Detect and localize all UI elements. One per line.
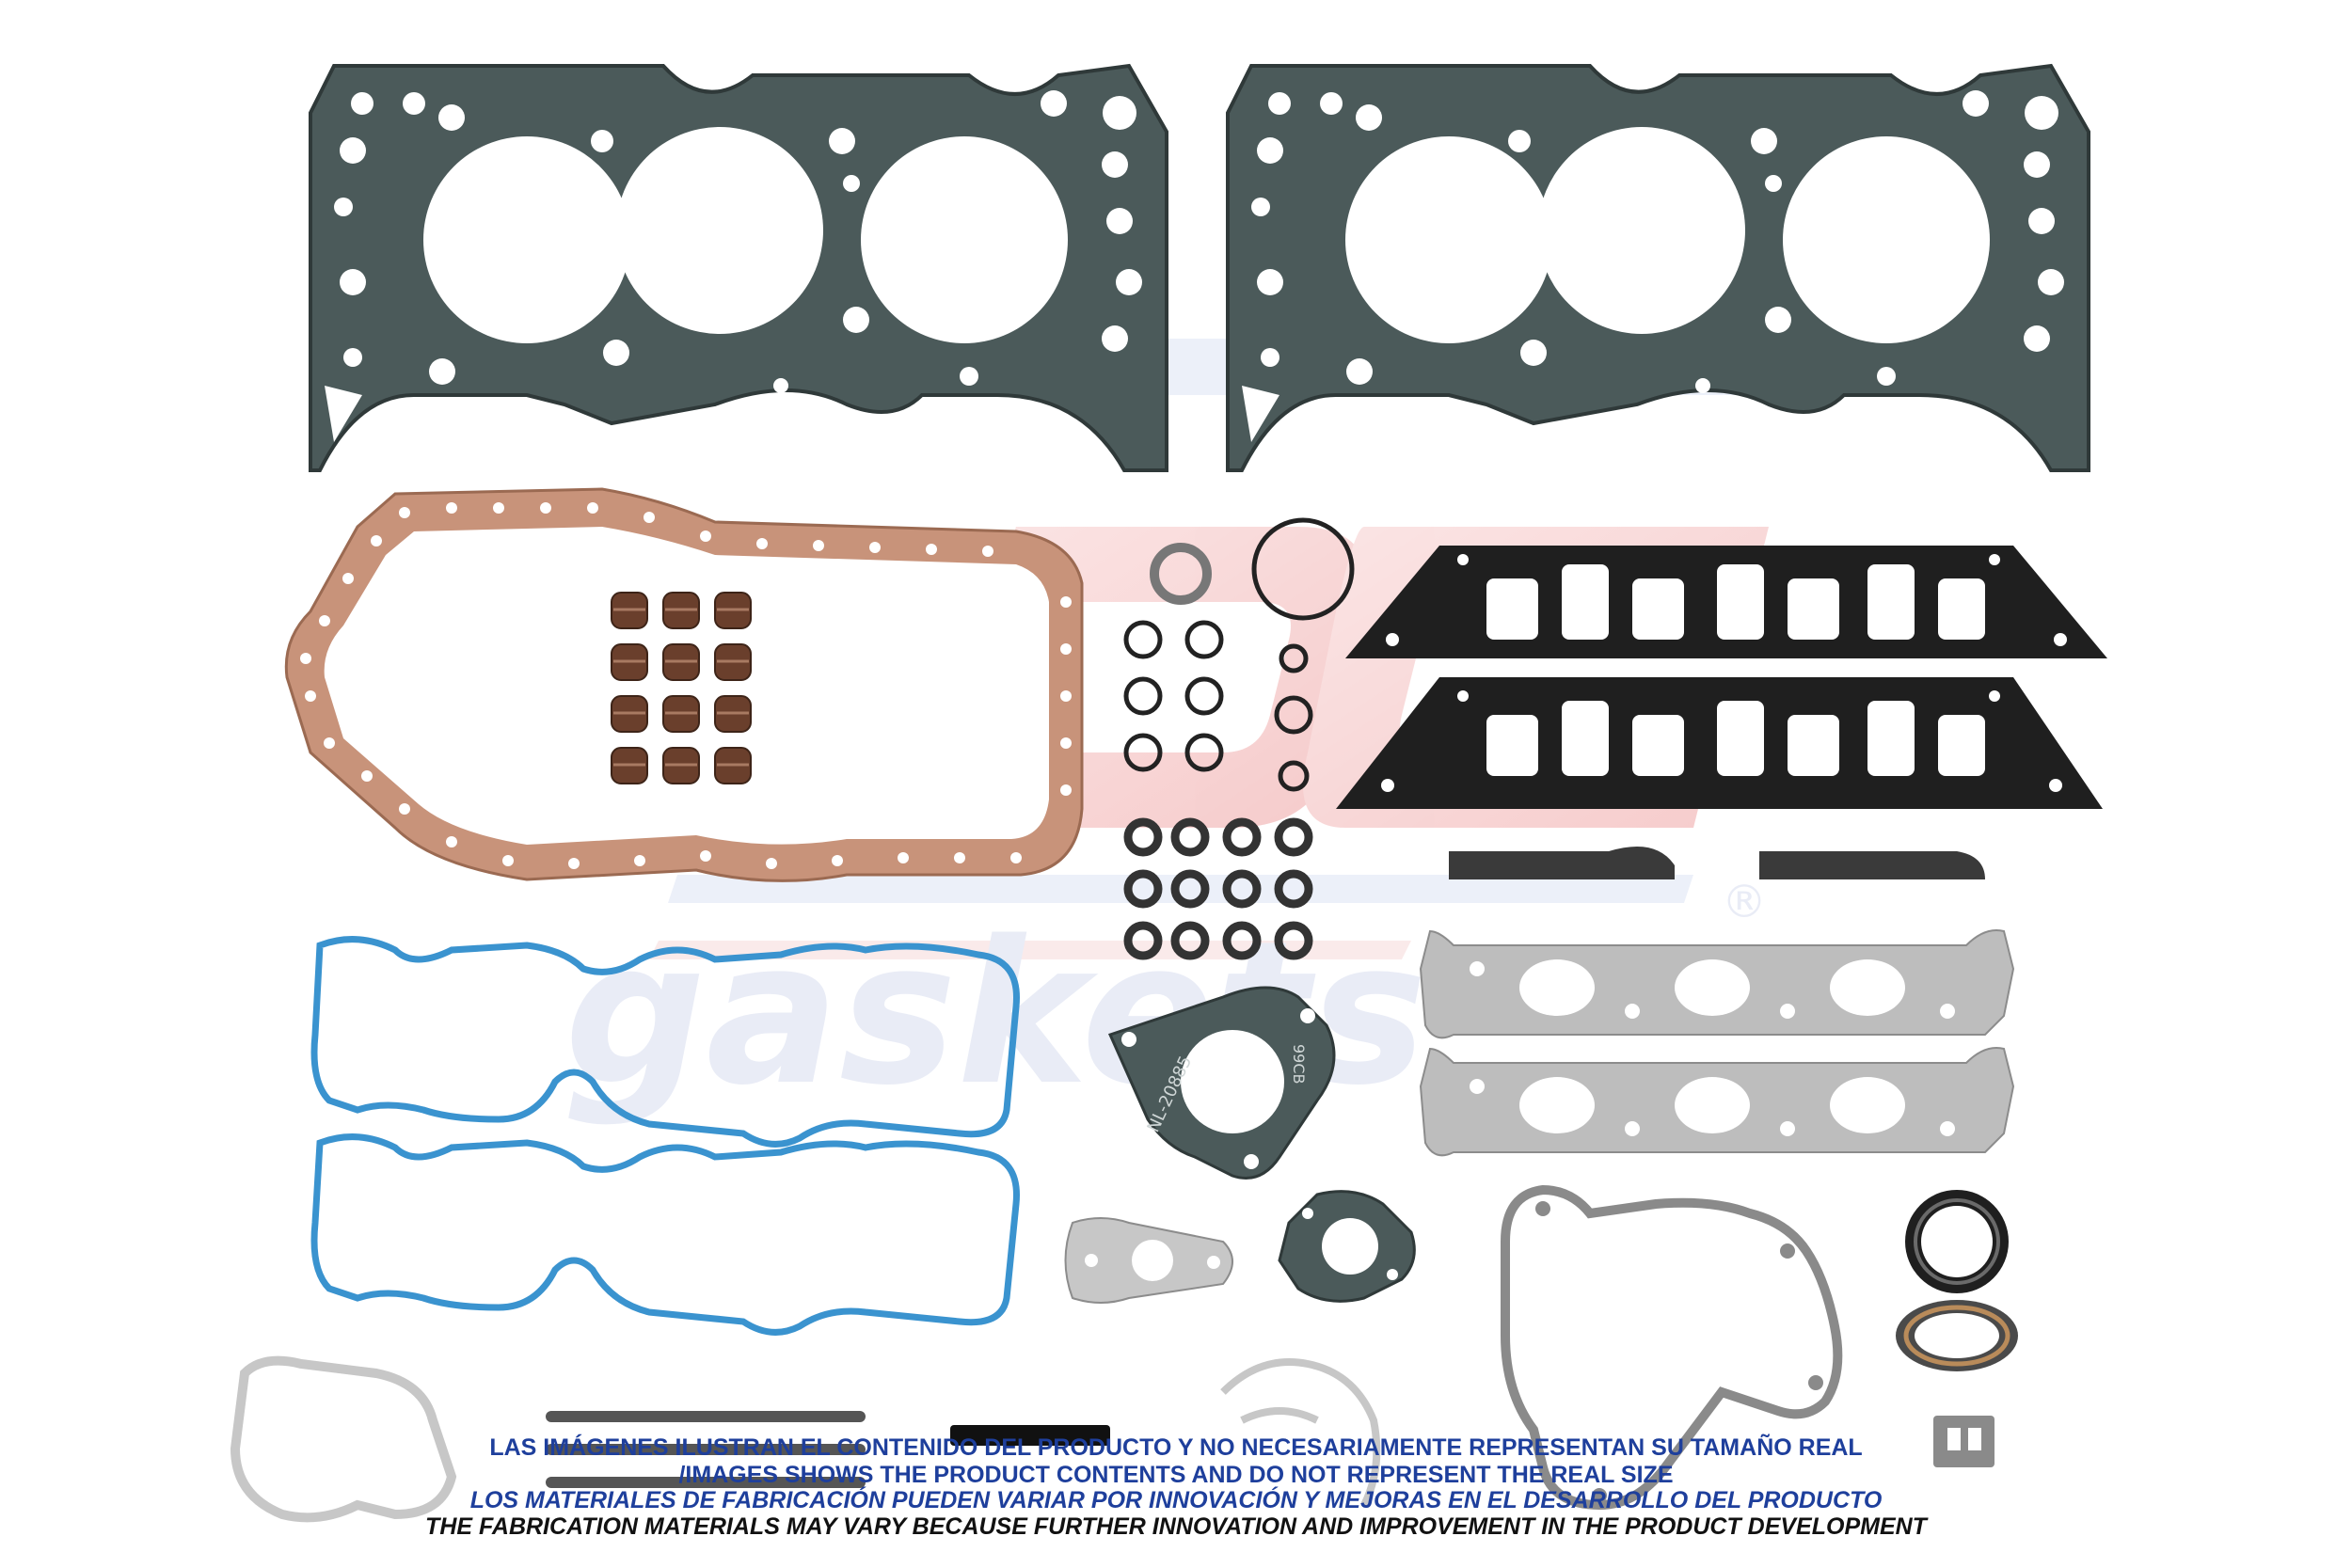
rubber-strips: [546, 1411, 1110, 1488]
water-pump-gasket: [1220, 1358, 1381, 1507]
logo-stripe-bottom: [668, 875, 1693, 903]
watermark-registered: ®: [1722, 876, 1767, 928]
head-gasket-right: [1226, 63, 2090, 472]
valve-cover-gasket-upper: [310, 936, 1020, 1148]
rear-seal: [1896, 1300, 2018, 1371]
valve-cover-gasket-lower: [310, 1133, 1020, 1336]
egr-gasket: [1064, 1217, 1233, 1304]
small-square-gasket: [1933, 1416, 1994, 1467]
exhaust-gasket-upper: [1419, 929, 2015, 1039]
water-outlet-gasket: [1278, 1190, 1416, 1303]
o-rings: [1123, 517, 1355, 792]
disclaimer-size-es: LAS IMÁGENES ILUSTRAN EL CONTENIDO DEL P…: [489, 1434, 1863, 1461]
oil-pan-bolt-holes: [300, 502, 1072, 869]
injector-o-rings: [1123, 817, 1313, 960]
disclaimer-materials-en: THE FABRICATION MATERIALS MAY VARY BECAU…: [425, 1513, 1927, 1540]
exhaust-gasket-lower: [1419, 1047, 2015, 1157]
crank-seal: [1905, 1190, 2009, 1293]
thermostat-code: 99CB: [1290, 1044, 1308, 1085]
intake-manifold-gasket-upper: [1345, 546, 2107, 658]
head-gasket-left: [309, 63, 1168, 472]
intake-end-seals: [1449, 847, 1985, 879]
oil-pan-gasket: [284, 487, 1084, 882]
disclaimer-materials-es: LOS MATERIALES DE FABRICACIÓN PUEDEN VAR…: [469, 1487, 1883, 1513]
valve-stem-seals: [611, 592, 752, 784]
timing-cover-gasket: [1501, 1184, 1843, 1511]
intake-manifold-gasket-lower: [1336, 677, 2103, 809]
thermostat-gasket: NL-20885 99CB: [1107, 986, 1336, 1180]
oil-pump-gasket: [230, 1355, 457, 1523]
disclaimer-size-en: /IMAGES SHOWS THE PRODUCT CONTENTS AND D…: [678, 1462, 1674, 1488]
